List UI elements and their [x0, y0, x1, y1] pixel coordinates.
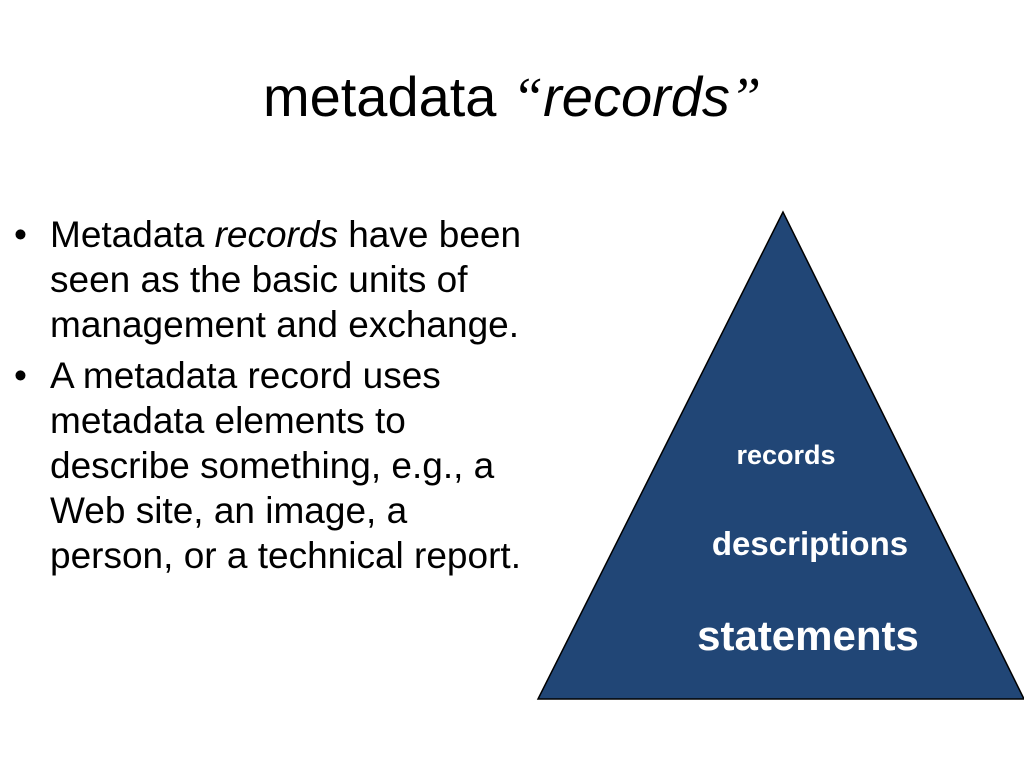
bullet-marker: • [14, 214, 27, 255]
pyramid-label-statements: statements [697, 612, 919, 659]
pyramid-triangle [536, 210, 1024, 700]
bullet-marker: • [14, 355, 27, 396]
bullet-item-record-uses: • A metadata record uses metadata elemen… [14, 353, 534, 578]
title-open-quote: “ [512, 67, 544, 129]
pyramid-label-records: records [736, 440, 835, 470]
bullet-text-before: Metadata [50, 214, 215, 255]
title-prefix: metadata [262, 65, 512, 128]
title-close-quote: ” [729, 67, 762, 129]
bullet-list: • Metadata records have been seen as the… [14, 212, 534, 584]
bullet-text-emphasis: records [214, 214, 338, 255]
bullet-item-records: • Metadata records have been seen as the… [14, 212, 534, 347]
title-italic-word: records [543, 65, 730, 128]
slide-title: metadata “records” [0, 62, 1024, 133]
bullet-text: A metadata record uses metadata elements… [50, 355, 521, 576]
pyramid-label-descriptions: descriptions [712, 525, 908, 562]
bullet-text-after: have been seen as the basic units of man… [50, 214, 522, 345]
